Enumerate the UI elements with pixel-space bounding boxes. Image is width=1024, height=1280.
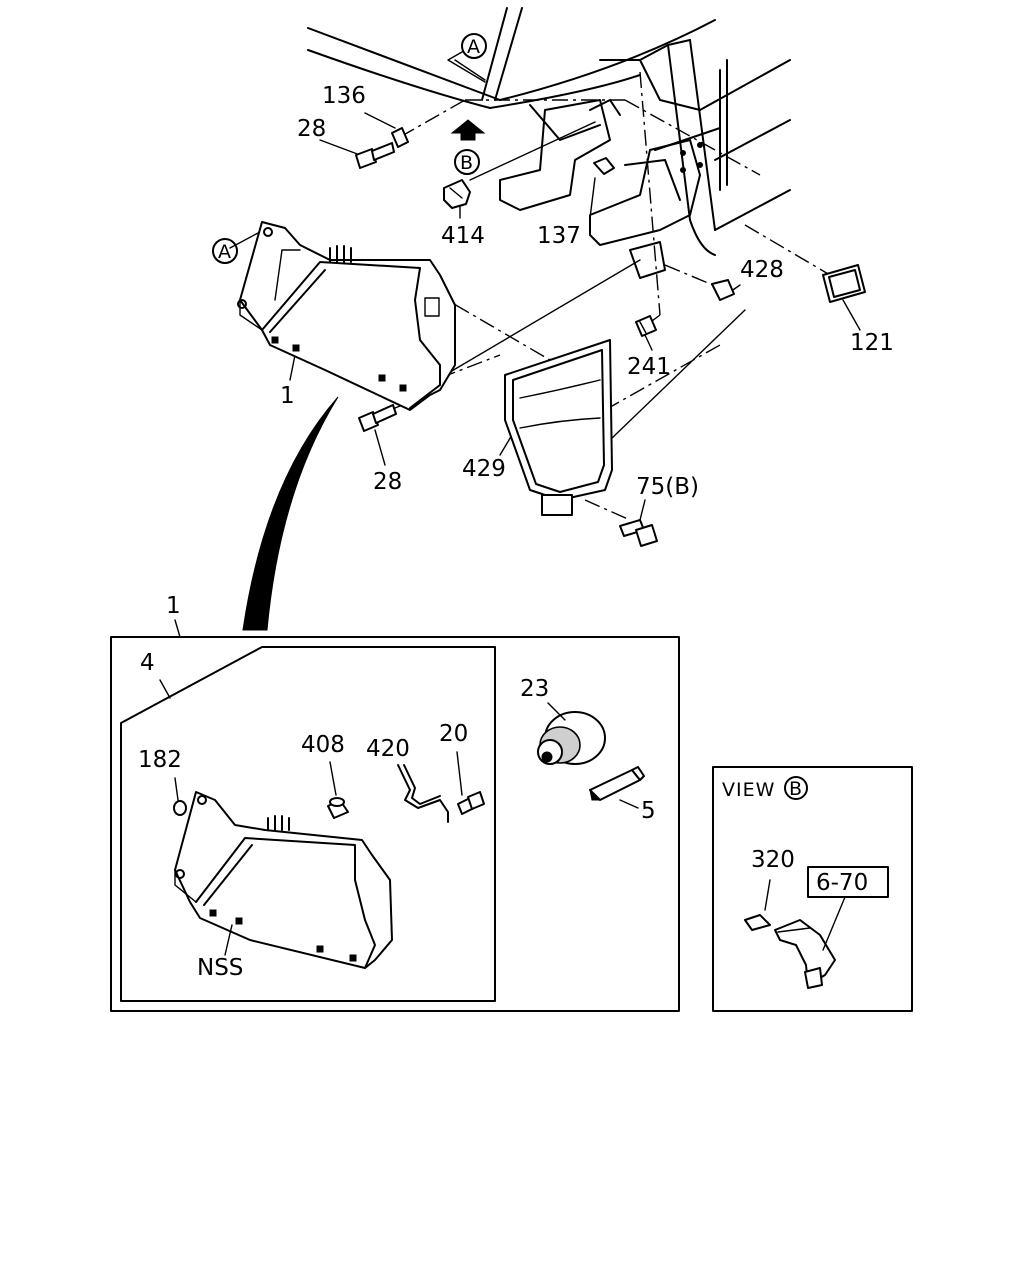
headlamp-assembly-top	[237, 221, 456, 411]
label-320: 320	[751, 847, 795, 873]
callout-a-left-label: A	[218, 241, 232, 263]
label-28-middle: 28	[373, 469, 402, 495]
callout-a-top: A	[447, 33, 487, 83]
gasket-121	[822, 264, 866, 303]
headlamp-detail	[174, 791, 393, 969]
view-b-parts	[744, 866, 889, 989]
leader-20	[456, 751, 463, 796]
label-20: 20	[439, 721, 468, 747]
label-241: 241	[627, 354, 671, 380]
callout-b-label: B	[460, 152, 474, 174]
leader-408	[329, 761, 337, 796]
cover-429	[504, 339, 613, 516]
direction-arrow	[450, 119, 486, 141]
leader-nss	[224, 924, 233, 956]
label-121: 121	[850, 330, 894, 356]
bolt-75b	[619, 519, 658, 547]
mounting-bracket	[499, 99, 721, 279]
label-28-top: 28	[297, 116, 326, 142]
oring-182	[173, 800, 187, 816]
bolt-28-middle	[358, 404, 397, 432]
socket-23	[537, 711, 606, 765]
label-1-detail: 1	[166, 593, 181, 619]
view-b-circle-label: B	[789, 778, 803, 800]
nut-428	[711, 279, 735, 301]
bracket-420	[397, 764, 449, 823]
label-428: 428	[740, 257, 784, 283]
label-6-70: 6-70	[816, 870, 868, 896]
cab-body-outline	[307, 7, 791, 256]
bulb-5	[589, 766, 645, 801]
leader-23	[547, 702, 566, 721]
leader-182	[174, 777, 179, 801]
label-136: 136	[322, 83, 366, 109]
detail-4-leader	[159, 679, 171, 699]
detail-box	[110, 636, 680, 1012]
label-23: 23	[520, 676, 549, 702]
label-1-main: 1	[280, 383, 295, 409]
label-nss: NSS	[197, 955, 243, 981]
label-182: 182	[138, 747, 182, 773]
grommet-408	[327, 797, 349, 819]
washer-136	[391, 127, 409, 148]
label-420: 420	[366, 736, 410, 762]
callout-a-left: A	[212, 238, 238, 264]
clip-414	[443, 179, 471, 209]
label-5: 5	[641, 798, 656, 824]
view-b-title: VIEW	[722, 779, 775, 801]
bolt-28-top	[355, 142, 395, 169]
view-b-circle	[784, 776, 808, 800]
screw-20	[457, 791, 485, 815]
label-4: 4	[140, 650, 155, 676]
leader-5	[619, 799, 639, 809]
callout-b: B	[454, 149, 480, 175]
clip-137	[593, 157, 615, 175]
label-75b: 75(B)	[636, 474, 699, 500]
callout-a-top-label: A	[467, 36, 481, 58]
detail-1-leader	[174, 619, 181, 638]
label-137: 137	[537, 223, 581, 249]
detail-pointer	[242, 396, 339, 631]
label-414: 414	[441, 223, 485, 249]
rivet-241	[635, 315, 657, 337]
label-408: 408	[301, 732, 345, 758]
view-b-box	[712, 766, 913, 1012]
label-429: 429	[462, 456, 506, 482]
